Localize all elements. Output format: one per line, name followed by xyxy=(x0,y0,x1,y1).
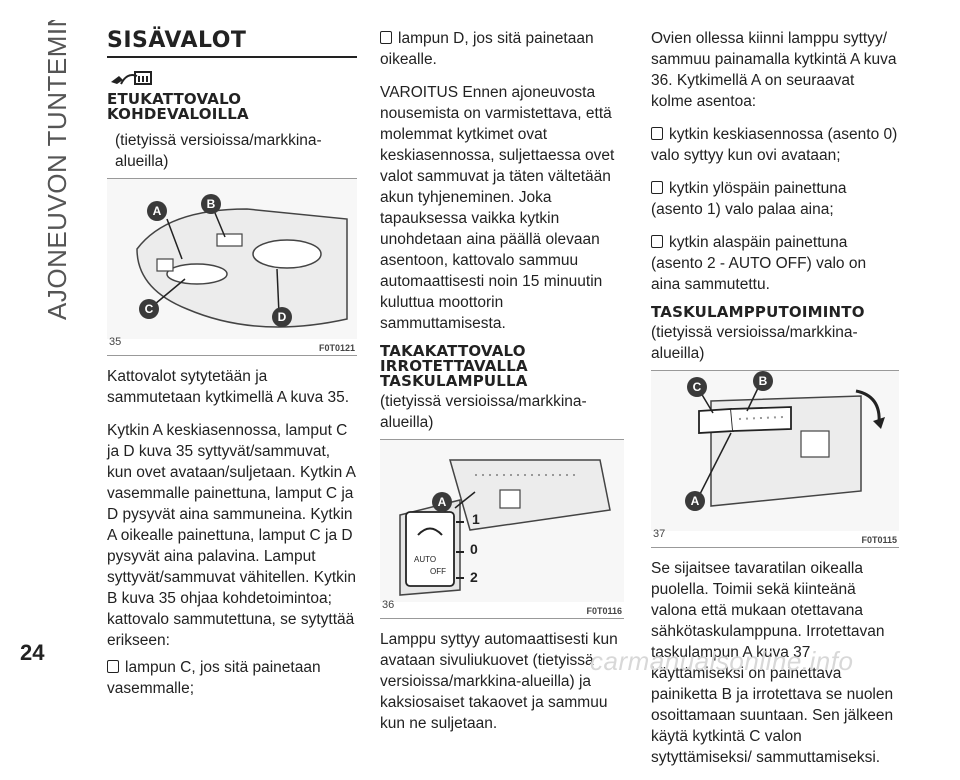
availability-note: (tietyissä versioissa/markkina-alueilla) xyxy=(380,393,587,431)
rear-light-illustration: A 1 0 2 AUTO OFF xyxy=(380,440,624,602)
off-label: OFF xyxy=(430,567,446,576)
list-item: kytkin alaspäin painettuna (asento 2 - A… xyxy=(651,232,899,295)
paragraph: Ovien ollessa kiinni lamppu syttyy/ samm… xyxy=(651,30,897,110)
figure-code: F0T0115 xyxy=(861,535,897,545)
flashlight-illustration: C B A xyxy=(651,371,899,531)
label-a: A xyxy=(153,204,162,218)
side-title-text: AJONEUVON TUNTEMINEN xyxy=(42,20,72,320)
section-title: SISÄVALOT xyxy=(107,28,357,58)
checkbox-bullet-icon xyxy=(651,181,663,194)
list-item-text: kytkin ylöspäin painettuna (asento 1) va… xyxy=(651,180,847,218)
list-item: kytkin keskiasennossa (asento 0) valo sy… xyxy=(651,124,899,166)
side-section-title: AJONEUVON TUNTEMINEN xyxy=(22,20,82,320)
watermark: carmanualsonline.info xyxy=(590,646,854,676)
warning-text: VAROITUS Ennen ajoneuvosta nousemista on… xyxy=(380,84,615,332)
figure-code: F0T0116 xyxy=(586,606,622,616)
label-d: D xyxy=(278,310,287,324)
figure-36: A 1 0 2 AUTO OFF 36 F0T0116 xyxy=(380,439,624,619)
label-b: B xyxy=(759,374,768,388)
availability-note: (tietyissä versioissa/markkina-alueilla) xyxy=(651,324,858,362)
list-item-text: lampun C, jos sitä painetaan vasemmalle; xyxy=(107,659,321,697)
paragraph: Kytkin A keskiasennossa, lamput C ja D k… xyxy=(107,422,356,649)
label-c: C xyxy=(693,380,702,394)
checkbox-bullet-icon xyxy=(107,660,119,673)
subsection-heading: TAKAKATTOVALO IRROTETTAVALLA TASKULAMPUL… xyxy=(380,342,528,390)
figure-number: 36 xyxy=(382,599,395,611)
list-item: lampun C, jos sitä painetaan vasemmalle; xyxy=(107,657,357,699)
paragraph: Lamppu syttyy automaattisesti kun avataa… xyxy=(380,631,618,732)
auto-label: AUTO xyxy=(414,555,436,564)
figure-code: F0T0121 xyxy=(318,343,355,353)
label-b: B xyxy=(207,197,216,211)
figure-35: A B C D 35 F0T0121 xyxy=(107,178,357,356)
label-c: C xyxy=(145,302,154,316)
availability-note: (tietyissä versioissa/markkina-alueilla) xyxy=(115,132,322,170)
list-item-text: lampun D, jos sitä painetaan oikealle. xyxy=(380,30,594,68)
figure-number: 37 xyxy=(653,528,666,540)
list-item: kytkin ylöspäin painettuna (asento 1) va… xyxy=(651,178,899,220)
position-1-label: 1 xyxy=(472,511,480,527)
column-2: lampun D, jos sitä painetaan oikealle. V… xyxy=(380,28,624,746)
paragraph: Kattovalot sytytetään ja sammutetaan kyt… xyxy=(107,368,350,406)
list-item: lampun D, jos sitä painetaan oikealle. xyxy=(380,28,624,70)
checkbox-bullet-icon xyxy=(380,31,392,44)
checkbox-bullet-icon xyxy=(651,235,663,248)
label-a: A xyxy=(691,494,700,508)
label-a: A xyxy=(438,495,447,509)
ecu-icon xyxy=(107,66,357,88)
position-2-label: 2 xyxy=(470,569,478,585)
subsection-heading: TASKULAMPPUTOIMINTO xyxy=(651,303,865,321)
list-item-text: kytkin alaspäin painettuna (asento 2 - A… xyxy=(651,234,867,293)
page-number: 24 xyxy=(20,640,45,665)
figure-number: 35 xyxy=(109,336,122,348)
column-1: SISÄVALOT ETUKATTOVALO KOHDEVALOILLA (ti… xyxy=(107,28,357,711)
position-0-label: 0 xyxy=(470,541,478,557)
checkbox-bullet-icon xyxy=(651,127,663,140)
list-item-text: kytkin keskiasennossa (asento 0) valo sy… xyxy=(651,126,898,164)
ceiling-light-illustration: A B C D xyxy=(107,179,357,339)
figure-37: C B A 37 F0T0115 xyxy=(651,370,899,548)
subsection-heading: ETUKATTOVALO KOHDEVALOILLA xyxy=(107,90,249,123)
